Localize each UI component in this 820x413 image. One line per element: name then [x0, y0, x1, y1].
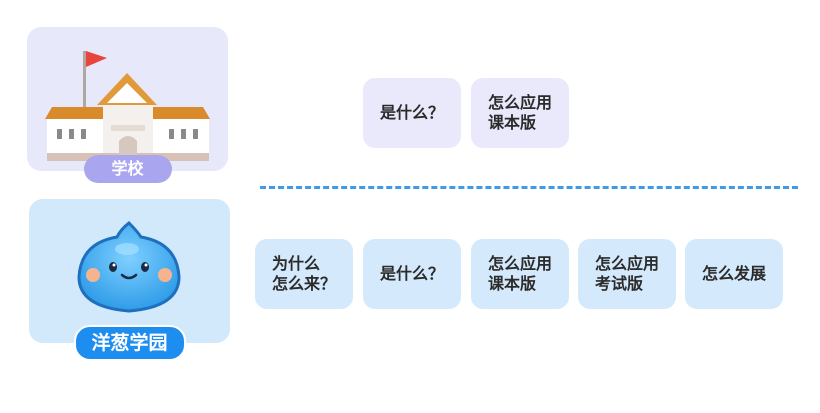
yangcong-chip-apply-exam: 怎么应用 考试版 [578, 239, 676, 309]
chip-label: 是什么？ [379, 264, 444, 283]
yangcong-chip-apply-textbook: 怎么应用 课本版 [471, 239, 569, 309]
school-building-illustration [45, 51, 210, 161]
school-chip-what: 是什么？ [363, 78, 461, 148]
school-card: 学校 [27, 27, 228, 183]
yangcong-card: 洋葱学园 [29, 199, 230, 361]
yangcong-chip-why-origin: 为什么 怎么来？ [255, 239, 353, 309]
school-chip-apply-textbook: 怎么应用 课本版 [471, 78, 569, 148]
yangcong-chip-what: 是什么？ [363, 239, 461, 309]
yangcong-chip-develop: 怎么发展 [685, 239, 783, 309]
chip-label: 怎么应用 考试版 [594, 254, 659, 293]
chip-label: 是什么？ [379, 103, 444, 122]
chip-label: 怎么应用 课本版 [487, 93, 552, 132]
school-label: 学校 [83, 155, 172, 183]
onion-mascot-illustration [77, 221, 181, 313]
chip-label: 为什么 怎么来？ [271, 254, 336, 293]
yangcong-label: 洋葱学园 [73, 325, 186, 361]
chip-label: 怎么发展 [701, 264, 766, 283]
dashed-divider [260, 186, 798, 189]
chip-label: 怎么应用 课本版 [487, 254, 552, 293]
